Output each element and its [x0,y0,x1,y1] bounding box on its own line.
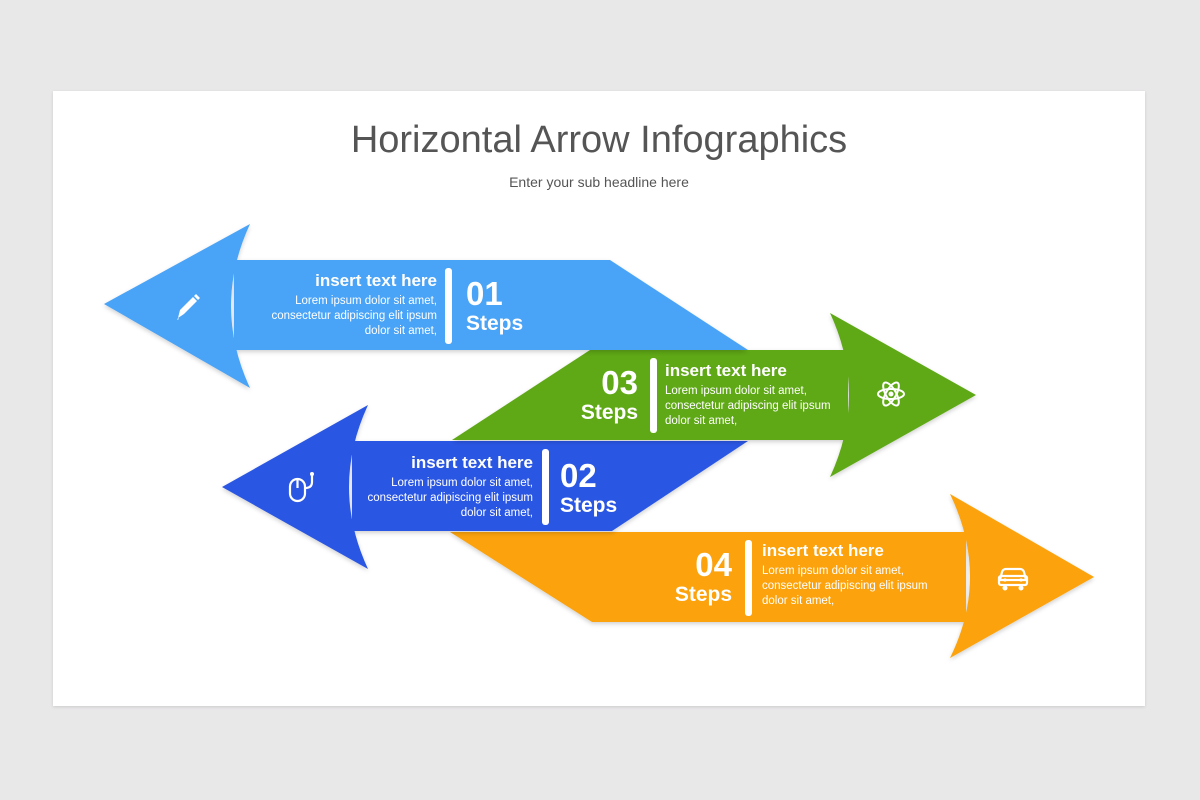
step-01-number-block: 01 Steps [466,276,523,336]
step-02-body-line: dolor sit amet, [460,507,533,519]
step-04-body: Lorem ipsum dolor sit amet, consectetur … [762,564,952,609]
step-02-divider [542,449,549,525]
step-03-number: 03 [601,364,638,401]
atom-icon [877,381,905,407]
mouse-icon [288,472,314,503]
arrow-body-01 [234,260,748,350]
step-04-divider [745,540,752,616]
step-01-steps-label: Steps [466,312,524,335]
step-01-body-line: Lorem ipsum dolor sit amet, [295,295,437,307]
step-03-number-block: 03 Steps [560,365,638,425]
step-04-body-line: consectetur adipiscing elit ipsum [762,580,928,592]
step-02-steps-label: Steps [560,494,618,517]
step-03-body-line: dolor sit amet, [665,415,738,427]
pencil-icon [177,294,200,320]
step-01-body-line: dolor sit amet, [364,325,437,337]
step-03-heading: insert text here [665,361,787,380]
step-02-heading: insert text here [411,453,533,472]
step-02-text: insert text here Lorem ipsum dolor sit a… [336,452,533,521]
car-icon [997,567,1029,591]
step-03-body-line: Lorem ipsum dolor sit amet, [665,385,807,397]
arrow-body-04 [450,532,966,622]
step-01-number: 01 [466,275,503,312]
step-01-body: Lorem ipsum dolor sit amet, consectetur … [240,294,437,339]
page-subtitle: Enter your sub headline here [509,174,689,190]
step-03-body-line: consectetur adipiscing elit ipsum [665,400,831,412]
arrow-step-01 [104,224,748,388]
step-04-number-block: 04 Steps [652,547,732,607]
step-04-text: insert text here Lorem ipsum dolor sit a… [762,540,952,609]
step-03-divider [650,358,657,433]
step-02-body: Lorem ipsum dolor sit amet, consectetur … [336,476,533,521]
arrow-body-02 [352,441,748,531]
step-04-heading: insert text here [762,541,884,560]
step-03-body: Lorem ipsum dolor sit amet, consectetur … [665,384,855,429]
step-02-body-line: Lorem ipsum dolor sit amet, [391,477,533,489]
step-02-number-block: 02 Steps [560,458,617,518]
step-03-steps-label: Steps [580,401,638,424]
arrow-step-02 [222,405,748,569]
step-02-body-line: consectetur adipiscing elit ipsum [367,492,533,504]
step-01-body-line: consectetur adipiscing elit ipsum [271,310,437,322]
arrow-head-02 [222,405,368,569]
step-01-heading: insert text here [315,271,437,290]
arrow-head-01 [104,224,250,388]
step-03-text: insert text here Lorem ipsum dolor sit a… [665,360,855,429]
step-04-body-line: dolor sit amet, [762,595,835,607]
page-title: Horizontal Arrow Infographics [350,119,848,161]
step-04-body-line: Lorem ipsum dolor sit amet, [762,565,904,577]
step-02-number: 02 [560,457,597,494]
step-01-divider [445,268,452,344]
step-04-steps-label: Steps [674,583,732,606]
step-01-text: insert text here Lorem ipsum dolor sit a… [240,270,437,339]
step-04-number: 04 [695,546,732,583]
